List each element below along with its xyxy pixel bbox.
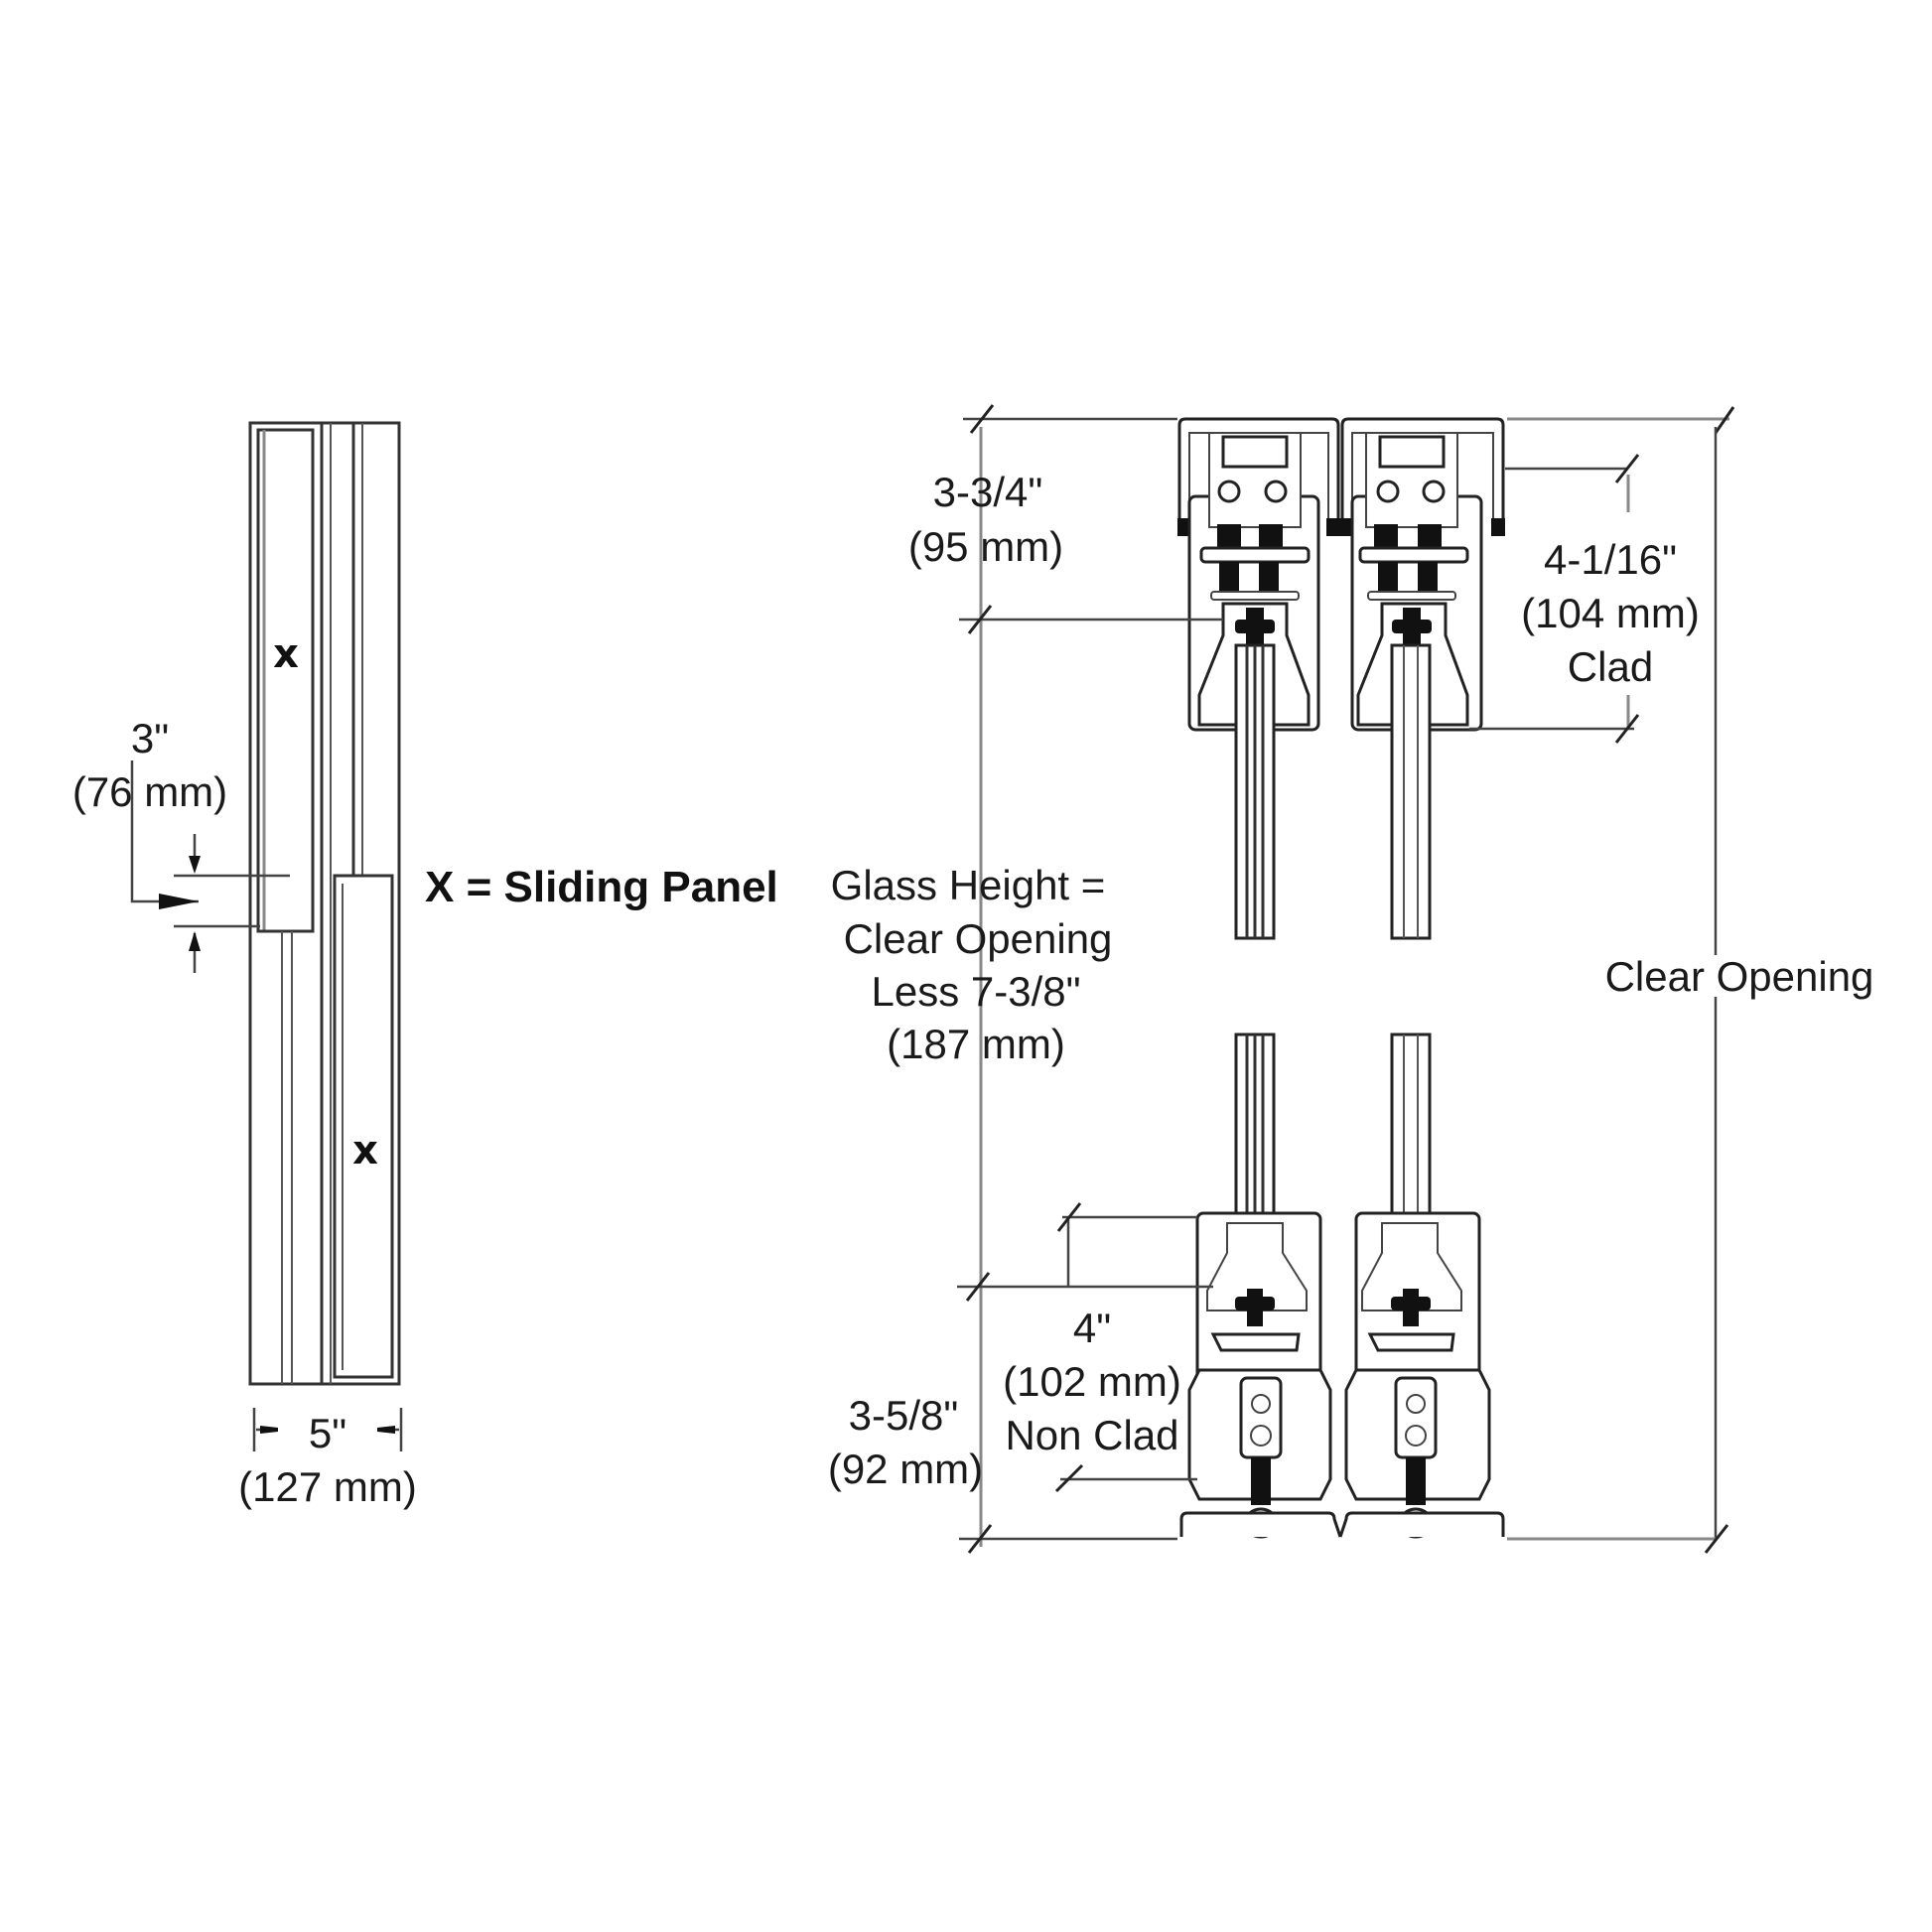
panel-mark-lower: x xyxy=(352,1128,378,1173)
arrow-icon xyxy=(159,894,199,909)
left-elevation: x x 3" (76 mm) 5" (127 mm) X = S xyxy=(72,421,778,1510)
overlap-dimension: 3" (76 mm) xyxy=(72,715,290,973)
top-dim-imperial: 3-3/4" xyxy=(933,469,1043,515)
panel-mark-upper: x xyxy=(273,631,299,677)
glass-height-line1: Glass Height = xyxy=(831,862,1106,908)
top-dim-metric: (95 mm) xyxy=(908,523,1063,570)
upper-sliding-panel xyxy=(256,428,315,933)
width-metric: (127 mm) xyxy=(238,1463,417,1510)
clad-note: Clad xyxy=(1568,643,1653,690)
non-clad-dim-metric: (102 mm) xyxy=(1003,1358,1181,1405)
bottom-dim-imperial: 3-5/8" xyxy=(849,1392,959,1439)
glass-height-line3: Less 7-3/8" xyxy=(871,968,1080,1015)
legend-sliding-panel: X = Sliding Panel xyxy=(425,863,778,911)
overlap-imperial: 3" xyxy=(131,715,169,761)
clad-dim-imperial: 4-1/16" xyxy=(1544,536,1677,583)
non-clad-dim-imperial: 4" xyxy=(1073,1305,1111,1351)
bottom-dim-metric: (92 mm) xyxy=(828,1446,983,1492)
clear-opening-label: Clear Opening xyxy=(1605,953,1874,1000)
overlap-metric: (76 mm) xyxy=(72,768,227,815)
top-roller-right xyxy=(1350,432,1483,940)
width-dimension: 5" (127 mm) xyxy=(238,1408,417,1510)
bottom-guide-right xyxy=(1338,1033,1505,1539)
bottom-guide-left xyxy=(1179,1033,1342,1539)
glass-height-line4: (187 mm) xyxy=(887,1021,1065,1067)
section-detail: 3-3/4" (95 mm) 4-1/16" (104 mm) Clad Gla… xyxy=(828,404,1874,1554)
glass-height-line2: Clear Opening xyxy=(844,915,1113,962)
clad-dim-metric: (104 mm) xyxy=(1521,590,1700,636)
non-clad-note: Non Clad xyxy=(1005,1412,1178,1458)
top-roller-left xyxy=(1187,432,1320,940)
frame-outline xyxy=(248,421,401,1386)
width-imperial: 5" xyxy=(309,1410,346,1456)
